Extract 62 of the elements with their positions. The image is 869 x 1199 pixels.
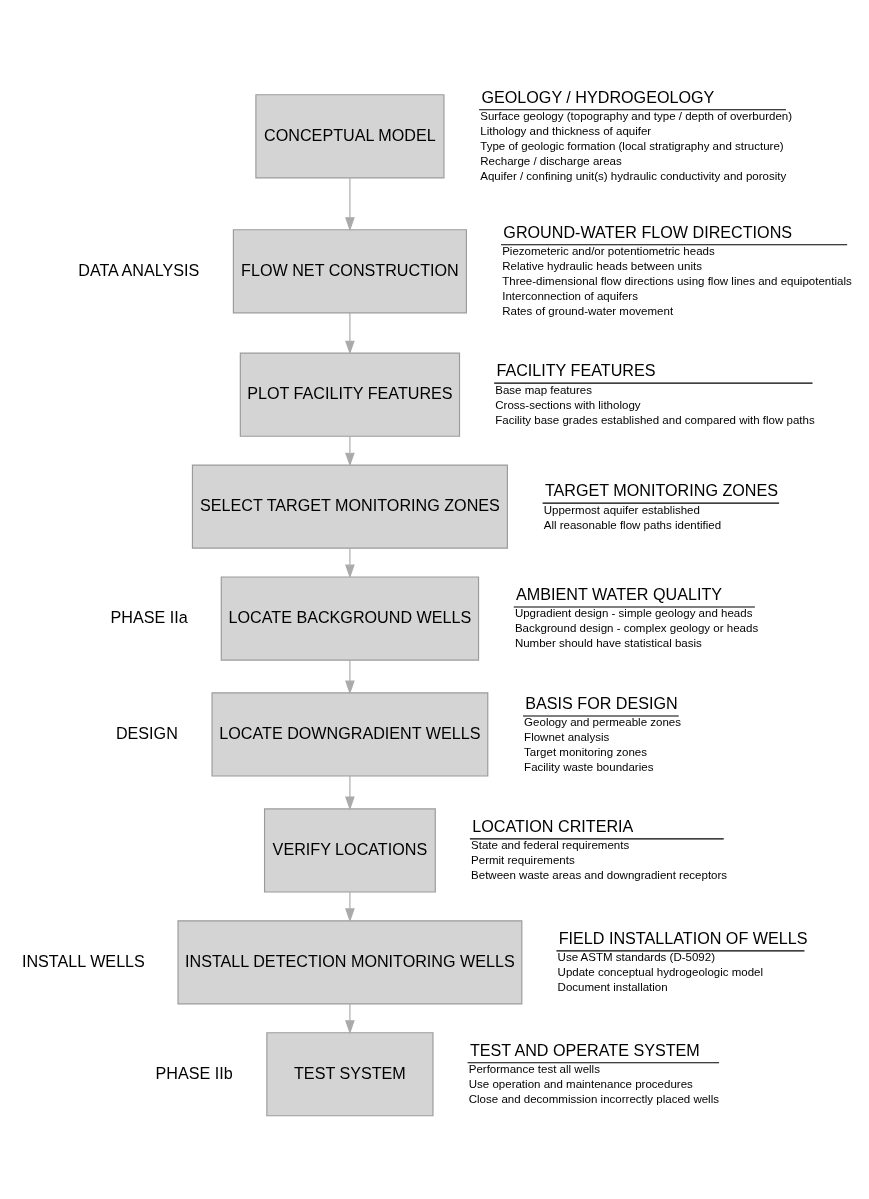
node-box: SELECT TARGET MONITORING ZONES <box>191 464 508 549</box>
node-label: Target monitoring zones <box>523 746 647 759</box>
node-label: Rates of ground-water movement <box>501 305 673 318</box>
node-label: FACILITY FEATURES <box>495 361 655 380</box>
arrow <box>344 659 355 695</box>
node-label: Surface geology (topography and type / depth of overburden) <box>479 110 792 123</box>
node-label: Performance test all wells <box>468 1063 600 1076</box>
node-label: Aquifer / confining unit(s) hydraulic conductivity and porosity <box>479 170 786 183</box>
node-label: Interconnection of aquifers <box>501 290 638 303</box>
node-label: Use operation and maintenance procedures <box>468 1078 693 1091</box>
node-label: Type of geologic formation (local stratigraphy and structure) <box>479 140 784 153</box>
node-box: VERIFY LOCATIONS <box>263 808 436 893</box>
node-label: Update conceptual hydrogeologic model <box>557 966 763 979</box>
node-label: BASIS FOR DESIGN <box>524 694 678 713</box>
arrow <box>344 547 355 579</box>
node-label: Base map features <box>494 383 592 396</box>
node-label: GEOLOGY / HYDROGEOLOGY <box>480 88 714 107</box>
node-label: Recharge / discharge areas <box>479 155 622 168</box>
node-label: Permit requirements <box>470 854 575 867</box>
node-label: Relative hydraulic heads between units <box>501 260 702 273</box>
node-label: Facility base grades established and compared with flow paths <box>494 413 815 426</box>
node-label: FIELD INSTALLATION OF WELLS <box>558 929 807 948</box>
node-label: Cross-sections with lithology <box>494 398 641 411</box>
node-label: Piezometeric and/or potentiometric heads <box>501 245 715 258</box>
node-label: Uppermost aquifer established <box>543 503 700 516</box>
node-label: AMBIENT WATER QUALITY <box>515 585 722 604</box>
label: DESIGN <box>115 723 178 742</box>
arrow <box>344 1003 355 1035</box>
node-label: GROUND-WATER FLOW DIRECTIONS <box>502 223 792 242</box>
node-box: LOCATE BACKGROUND WELLS <box>220 576 479 661</box>
node-label: Number should have statistical basis <box>514 637 702 650</box>
arrow <box>344 775 355 811</box>
node-label: Between waste areas and downgradient receptors <box>470 869 727 882</box>
label: INSTALL WELLS <box>21 951 145 970</box>
node-label: Facility waste boundaries <box>523 761 653 774</box>
node-box: FLOW NET CONSTRUCTION <box>232 229 467 314</box>
node-label: TARGET MONITORING ZONES <box>544 481 778 500</box>
node-box: CONCEPTUAL MODEL <box>254 94 444 179</box>
node-label: Geology and permeable zones <box>523 716 681 729</box>
node-label: Three-dimensional flow directions using flow lines and equipotentials <box>501 275 852 288</box>
label: DATA ANALYSIS <box>77 260 199 279</box>
arrow <box>344 312 355 355</box>
node-label: State and federal requirements <box>470 839 629 852</box>
arrow <box>344 177 355 232</box>
node-label: Use ASTM standards (D-5092) <box>557 951 715 964</box>
node-label: Close and decommission incorrectly placed wells <box>468 1093 719 1106</box>
arrow <box>344 435 355 467</box>
node-box: INSTALL DETECTION MONITORING WELLS <box>176 920 522 1005</box>
arrow <box>344 891 355 923</box>
node-label: Lithology and thickness of aquifer <box>479 125 651 138</box>
node-label: TEST AND OPERATE SYSTEM <box>469 1041 700 1060</box>
node-box: LOCATE DOWNGRADIENT WELLS <box>210 692 488 777</box>
node-label: Background design - complex geology or heads <box>514 622 758 635</box>
node-label: All reasonable flow paths identified <box>543 518 721 531</box>
node-label: Flownet analysis <box>523 731 609 744</box>
node-label: Upgradient design - simple geology and heads <box>514 607 752 620</box>
label: PHASE IIa <box>110 607 188 626</box>
node-box: TEST SYSTEM <box>265 1032 434 1117</box>
label: PHASE IIb <box>155 1063 233 1082</box>
node-label: LOCATION CRITERIA <box>471 817 633 836</box>
node-label: Document installation <box>557 981 668 994</box>
node-box: PLOT FACILITY FEATURES <box>239 352 460 437</box>
